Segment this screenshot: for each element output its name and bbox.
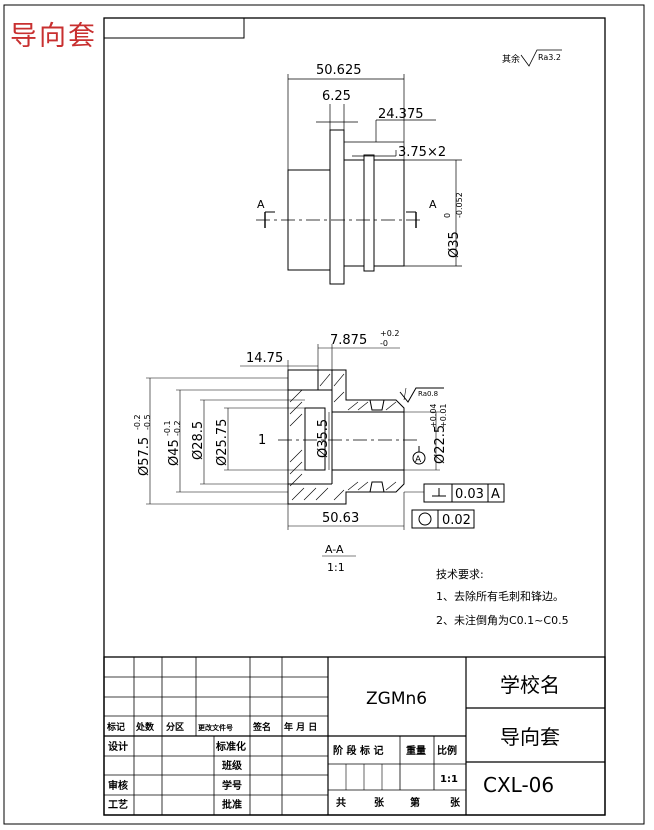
svg-text:审核: 审核: [108, 779, 128, 792]
svg-text:2、未注倒角为C0.1~C0.5: 2、未注倒角为C0.1~C0.5: [436, 613, 569, 627]
svg-text:Ra3.2: Ra3.2: [538, 53, 561, 62]
corner-title: 导向套: [10, 21, 97, 52]
roughness-note: 其余 Ra3.2: [502, 49, 562, 67]
top-view: [256, 74, 462, 285]
svg-text:张: 张: [374, 796, 385, 809]
svg-text:Ø45: Ø45: [167, 439, 182, 466]
svg-text:Ø35: Ø35: [447, 231, 462, 258]
svg-text:工艺: 工艺: [108, 798, 128, 811]
svg-text:+0.01: +0.01: [439, 403, 448, 428]
svg-text:阶 段 标 记: 阶 段 标 记: [333, 744, 383, 757]
svg-text:-0.2: -0.2: [133, 414, 142, 430]
svg-text:0: 0: [443, 213, 452, 218]
svg-text:班级: 班级: [222, 759, 243, 772]
svg-text:+0.04: +0.04: [429, 403, 438, 428]
svg-text:+0.2: +0.2: [380, 329, 399, 338]
svg-text:年 月 日: 年 月 日: [284, 721, 317, 733]
svg-text:导向套: 导向套: [500, 725, 560, 749]
svg-text:共: 共: [336, 796, 346, 809]
svg-text:50.63: 50.63: [322, 511, 359, 526]
svg-text:6.25: 6.25: [322, 89, 351, 104]
svg-text:Ra0.8: Ra0.8: [418, 390, 438, 398]
svg-text:0.02: 0.02: [442, 513, 471, 528]
svg-text:A: A: [429, 198, 437, 211]
title-block-text: 标记 处数 分区 更改文件号 签名 年 月 日 设计 审核 工艺 标准化 班级 …: [106, 721, 461, 811]
svg-text:处数: 处数: [135, 721, 155, 733]
svg-text:1: 1: [258, 433, 266, 448]
svg-text:A: A: [257, 198, 265, 211]
svg-text:Ø35.5: Ø35.5: [316, 419, 331, 458]
svg-text:ZGMn6: ZGMn6: [366, 689, 427, 709]
svg-text:分区: 分区: [166, 721, 184, 733]
svg-text:签名: 签名: [252, 721, 271, 733]
top-view-dim-text: 50.625 6.25 24.375 3.75×2 A A Ø35 0 -0.0…: [257, 63, 464, 258]
svg-text:-0.5: -0.5: [143, 414, 152, 430]
svg-text:50.625: 50.625: [316, 63, 362, 78]
svg-text:-0.1: -0.1: [163, 420, 172, 436]
svg-text:-0: -0: [380, 339, 388, 348]
svg-text:技术要求:: 技术要求:: [436, 568, 484, 581]
svg-text:1、去除所有毛刺和锋边。: 1、去除所有毛刺和锋边。: [436, 589, 564, 603]
corner-box: [103, 17, 245, 39]
svg-text:1:1: 1:1: [440, 774, 458, 785]
title-block: [103, 656, 606, 816]
svg-text:7.875: 7.875: [330, 333, 367, 348]
svg-text:批准: 批准: [222, 798, 242, 811]
svg-text:-0.2: -0.2: [173, 420, 182, 436]
svg-text:CXL-06: CXL-06: [483, 773, 554, 797]
svg-text:标准化: 标准化: [215, 740, 246, 753]
bottom-view-dim-text: 7.875 +0.2 -0 14.75 Ra0.8 Ø57.5 -0.2 -0.…: [133, 329, 500, 574]
svg-text:Ø25.75: Ø25.75: [215, 419, 230, 466]
svg-text:标记: 标记: [106, 721, 125, 733]
svg-text:0.03: 0.03: [455, 487, 484, 502]
svg-text:A: A: [491, 487, 500, 502]
svg-text:Ø57.5: Ø57.5: [137, 437, 152, 476]
svg-text:24.375: 24.375: [378, 107, 424, 122]
svg-text:14.75: 14.75: [246, 351, 283, 366]
svg-text:Ø28.5: Ø28.5: [191, 421, 206, 460]
svg-text:比例: 比例: [437, 744, 457, 757]
svg-text:重量: 重量: [406, 744, 426, 757]
svg-text:学校名: 学校名: [500, 673, 560, 697]
technical-requirements: 技术要求: 1、去除所有毛刺和锋边。 2、未注倒角为C0.1~C0.5: [436, 568, 569, 627]
svg-text:A: A: [415, 455, 422, 465]
svg-text:A-A: A-A: [325, 543, 344, 556]
title-block-main: ZGMn6 学校名 导向套 CXL-06: [366, 673, 560, 797]
svg-text:更改文件号: 更改文件号: [198, 723, 233, 732]
svg-text:张: 张: [450, 796, 461, 809]
svg-text:学号: 学号: [222, 779, 242, 792]
outer-border: [3, 4, 645, 825]
svg-text:1:1: 1:1: [327, 561, 345, 574]
svg-text:-0.052: -0.052: [455, 192, 464, 218]
svg-text:3.75×2: 3.75×2: [398, 145, 446, 160]
svg-text:设计: 设计: [108, 740, 128, 753]
svg-text:第: 第: [410, 796, 420, 809]
bottom-view: [146, 344, 505, 557]
svg-text:Ø22.5: Ø22.5: [433, 425, 448, 464]
svg-text:其余: 其余: [502, 53, 520, 65]
